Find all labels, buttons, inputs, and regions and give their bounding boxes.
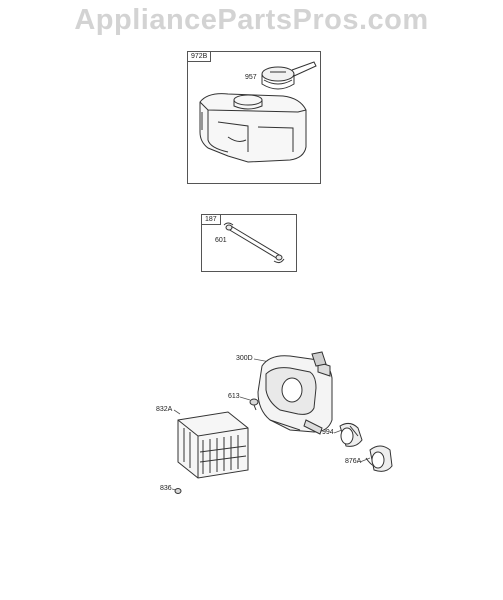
- part-label-836[interactable]: 836: [160, 485, 172, 492]
- kit-panel-187: 187 601: [201, 214, 297, 272]
- kit-label: 972B: [188, 52, 212, 62]
- watermark: AppliancePartsPros.com: [74, 4, 429, 36]
- air-filter-housing-illustration: [258, 352, 332, 434]
- fuel-line-drawing[interactable]: [202, 215, 296, 271]
- part-label-876a[interactable]: 876A: [345, 458, 362, 465]
- part-label-994[interactable]: 994: [322, 429, 334, 436]
- clamp-876a-illustration: [366, 446, 392, 471]
- part-label-957[interactable]: 957: [245, 74, 257, 81]
- fuel-tank-illustration: [200, 94, 306, 162]
- fuel-cap-illustration: [262, 62, 316, 89]
- fuel-tank-drawing[interactable]: [188, 52, 320, 183]
- part-label-601[interactable]: 601: [215, 237, 227, 244]
- part-label-300d[interactable]: 300D: [236, 355, 253, 362]
- intake-tube-994-illustration: [340, 423, 362, 446]
- fuel-line-illustration: [224, 223, 284, 263]
- screw-613-illustration: [250, 399, 258, 410]
- fastener-836-illustration: [175, 489, 181, 494]
- air-cleaner-cover-illustration: [178, 412, 248, 478]
- kit-label: 187: [202, 215, 221, 225]
- part-label-613[interactable]: 613: [228, 393, 240, 400]
- kit-panel-972b: 972B 957: [187, 51, 321, 184]
- part-label-832a[interactable]: 832A: [156, 406, 173, 413]
